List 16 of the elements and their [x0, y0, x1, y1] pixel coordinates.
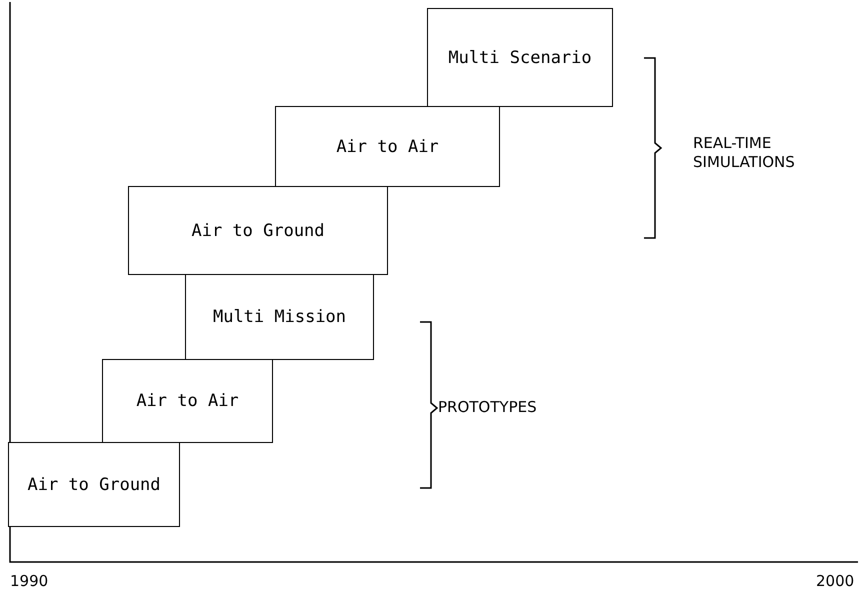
axis-tick-label: 2000 [816, 572, 856, 591]
phase-box [275, 106, 500, 187]
phase-box [8, 442, 180, 527]
phase-label: Air to Ground [191, 220, 325, 240]
group-label: REAL-TIME SIMULATIONS [693, 134, 796, 172]
phase-box [427, 8, 613, 107]
phase-label: Air to Air [136, 391, 239, 411]
phase-box [185, 274, 374, 360]
axis-tick-label: 1990 [10, 572, 50, 591]
phase-box [102, 359, 273, 443]
group-label: PROTOTYPES [438, 398, 538, 417]
phase-label: Air to Air [336, 136, 439, 156]
phase-label: Air to Ground [27, 474, 161, 494]
phase-label: Multi Scenario [448, 48, 592, 68]
phase-box [128, 186, 388, 275]
phase-label: Multi Mission [212, 307, 346, 327]
